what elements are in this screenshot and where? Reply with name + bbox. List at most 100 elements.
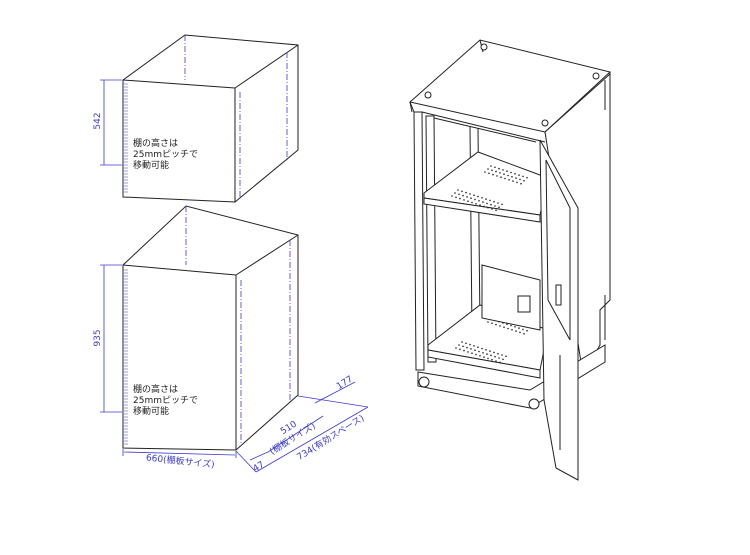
vent-hole (467, 351, 469, 353)
lower-depth-dim-line (267, 415, 324, 453)
vent-hole (500, 176, 502, 178)
vent-hole (457, 189, 459, 191)
vent-hole (507, 327, 509, 330)
vent-hole (518, 327, 520, 329)
vent-hole (526, 329, 528, 332)
vent-hole (478, 200, 480, 202)
vent-hole (508, 179, 510, 181)
vent-hole (503, 173, 505, 175)
lower-note-line-1: 棚の高さは (133, 383, 178, 395)
vent-hole (493, 200, 495, 203)
vent-hole (477, 346, 479, 349)
vent-hole (486, 353, 488, 355)
vent-hole (458, 344, 460, 346)
vent-hole (486, 202, 488, 205)
rack-base (417, 344, 606, 409)
vent-hole (496, 175, 498, 177)
vent-hole (482, 352, 484, 354)
vent-hole (469, 193, 471, 195)
door-window (545, 159, 571, 341)
vent-hole (519, 331, 521, 334)
vent-hole (491, 358, 493, 361)
vent-hole (495, 209, 497, 212)
door-handle-icon (555, 284, 562, 306)
vent-hole (514, 326, 516, 328)
inner-mount-panel (481, 264, 541, 331)
vent-hole (491, 169, 493, 172)
lower-depth-total-dim-line (255, 406, 369, 473)
vent-hole (461, 341, 463, 343)
vent-hole (487, 168, 489, 170)
vent-hole (467, 200, 469, 202)
vent-hole (471, 352, 473, 355)
vent-hole (478, 350, 480, 353)
vent-hole (474, 198, 476, 201)
caster-icon (528, 398, 540, 410)
vent-hole (481, 197, 483, 199)
rack-cabinet-illustration (408, 39, 612, 481)
vent-hole (454, 192, 456, 194)
vent-hole (515, 177, 517, 179)
eyebolt-icon (592, 72, 600, 80)
lower-note-line-2: 25mmピッチで (133, 395, 198, 406)
vent-hole (510, 324, 512, 327)
vent-hole (523, 179, 525, 182)
vent-hole (515, 330, 517, 332)
vent-hole (451, 195, 453, 197)
vent-hole (519, 178, 521, 181)
upper-shelf-edge (423, 197, 541, 223)
vent-hole (475, 353, 477, 356)
vent-hole (489, 350, 491, 352)
vent-hole (481, 347, 483, 350)
vent-hole (482, 201, 484, 203)
rack-front-door (539, 139, 579, 481)
vent-hole (490, 354, 492, 357)
lower-front-offset-label: 47 (251, 460, 266, 475)
vent-hole (473, 194, 475, 196)
lower-back-offset-label: 177 (335, 375, 355, 393)
vent-hole (483, 205, 485, 208)
vent-hole (512, 180, 514, 182)
vent-hole (485, 349, 487, 351)
vent-hole (516, 181, 518, 184)
vent-hole (501, 354, 503, 356)
vent-hole (488, 172, 490, 175)
vent-hole (514, 173, 516, 175)
vent-hole (495, 360, 497, 362)
rack-front-left-post (413, 111, 425, 371)
vent-hole (487, 357, 489, 360)
vent-hole (466, 346, 468, 349)
vent-hole (503, 326, 505, 329)
vent-hole (458, 193, 460, 196)
vent-hole (483, 356, 485, 358)
vent-hole (479, 355, 481, 357)
vent-hole (490, 165, 492, 167)
lower-note-line-3: 移動可能 (133, 405, 169, 417)
vent-hole (466, 196, 468, 198)
lower-shelf-edge (427, 349, 541, 379)
vent-hole (474, 349, 476, 352)
rack-rail (425, 115, 437, 363)
vent-hole (459, 197, 461, 200)
upper-height-dim-label: 542 (93, 112, 103, 129)
vent-hole (498, 357, 500, 359)
vent-hole (526, 176, 528, 179)
vent-hole (494, 205, 496, 207)
vent-hole (470, 197, 472, 199)
vent-hole (522, 175, 524, 178)
vent-hole (490, 203, 492, 206)
vent-hole (494, 166, 496, 169)
vent-hole (455, 196, 457, 199)
upper-note-line-3: 移動可能 (133, 159, 169, 171)
vent-hole (477, 195, 479, 198)
upper-pitch-ticks (124, 83, 128, 193)
vent-hole (492, 173, 494, 176)
vent-hole (507, 174, 509, 177)
vent-hole (497, 352, 499, 355)
cable-port (517, 295, 531, 313)
upper-note-line-1: 棚の高さは (133, 137, 178, 149)
vent-hole (487, 206, 489, 209)
vent-hole (484, 171, 486, 173)
